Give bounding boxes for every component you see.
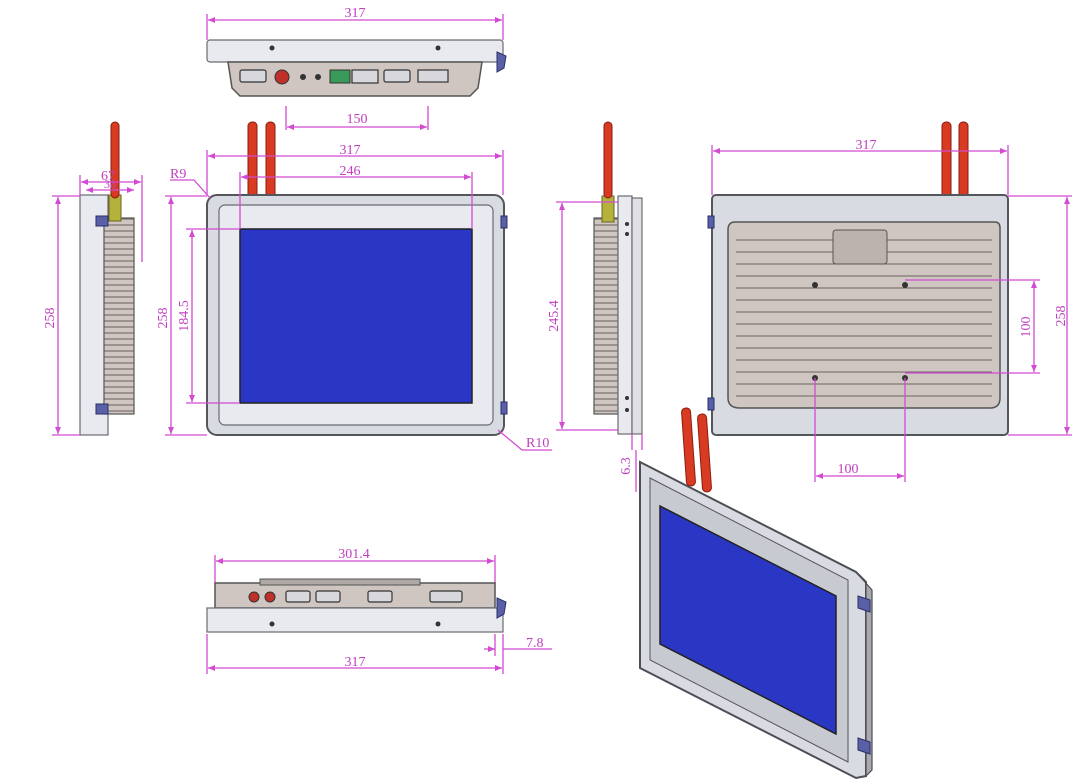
right-height-dim: 245.4 (547, 300, 562, 332)
front-height-dim: 258 (156, 308, 171, 329)
corner-radius-bottom: R10 (526, 436, 549, 451)
right-side-view: 245.4 6.3 (547, 121, 643, 492)
top-width-dim: 317 (345, 6, 366, 21)
top-view: 317 150 (206, 6, 507, 130)
screen-width-dim: 246 (340, 164, 361, 179)
screen-height-dim: 184.5 (177, 300, 192, 332)
front-width-dim: 317 (340, 143, 361, 158)
rear-height-dim: 258 (1054, 306, 1069, 327)
bottom-view: 301.4 317 7.8 (206, 547, 552, 674)
port-spacing-dim: 150 (347, 112, 368, 127)
bezel-dim: 6.3 (619, 457, 634, 475)
front-view: 317 246 R9 258 184.5 R10 (156, 121, 552, 451)
vesa-vertical-dim: 100 (1019, 317, 1034, 338)
left-depth-dim: 67 (101, 169, 115, 184)
bottom-thickness-dim: 7.8 (526, 636, 544, 651)
left-depth-inner-dim: 38 (104, 177, 116, 191)
isometric-view (639, 407, 873, 780)
vesa-horizontal-dim: 100 (838, 462, 859, 477)
corner-radius-top: R9 (170, 167, 186, 182)
left-side-view: 258 67 38 (43, 121, 143, 436)
rear-width-dim: 317 (856, 138, 877, 153)
bottom-inner-width-dim: 301.4 (338, 547, 370, 562)
left-height-dim: 258 (43, 308, 58, 329)
bottom-width-dim: 317 (345, 655, 366, 670)
rear-view: 317 258 100 100 (707, 121, 1072, 482)
